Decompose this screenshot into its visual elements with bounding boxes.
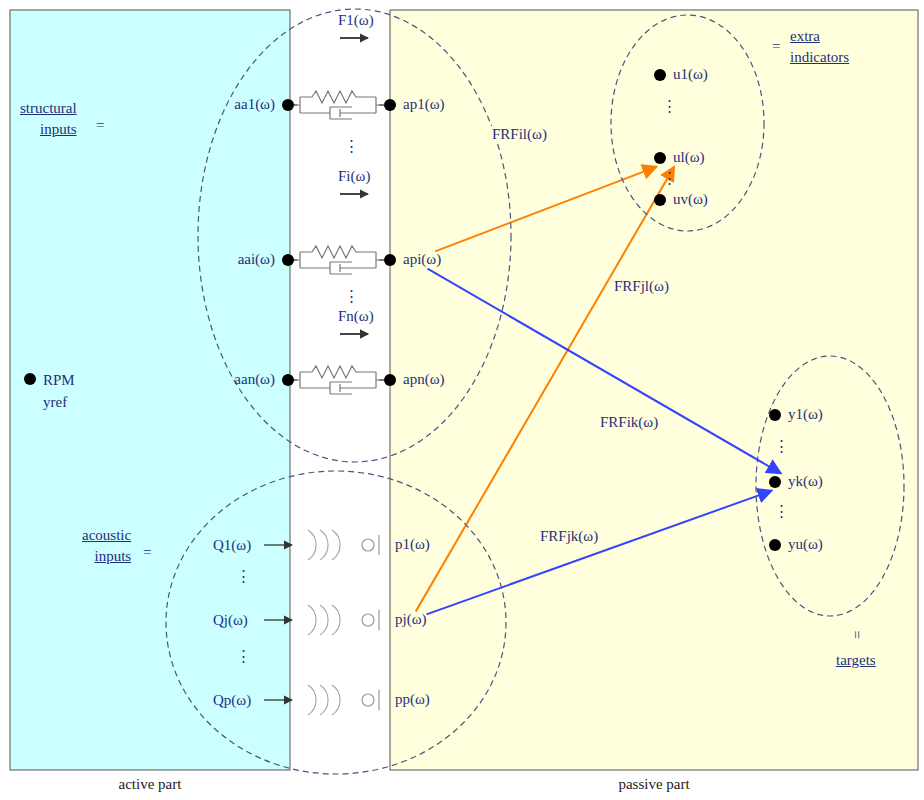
point-label: p1(ω) xyxy=(395,536,430,553)
spring-damper xyxy=(294,88,384,122)
frf-path xyxy=(427,269,781,474)
measurement-dot xyxy=(384,374,396,386)
ellipsis: ⋮ xyxy=(662,170,677,187)
ellipse-outline xyxy=(756,356,904,616)
measurement-dot xyxy=(384,254,396,266)
frf-label: FRFjl(ω) xyxy=(612,278,671,295)
pressure-point: pp(ω) xyxy=(395,691,430,708)
force-label: Fi(ω) xyxy=(338,168,370,185)
force-arrows xyxy=(340,38,368,334)
target-point: yk(ω) xyxy=(769,473,823,490)
point-label: RPM yref xyxy=(43,370,75,414)
point-label: aan(ω) xyxy=(234,371,275,388)
group-heading: extra indicators xyxy=(790,26,849,68)
equals-sign: = xyxy=(772,38,780,55)
source-label: Q1(ω) xyxy=(213,537,251,554)
indicator-point: u1(ω) xyxy=(654,66,708,83)
measurement-dot xyxy=(654,152,666,164)
target-point: yu(ω) xyxy=(769,536,823,553)
pressure-point: pj(ω) xyxy=(395,611,427,628)
volume-velocity-arrow xyxy=(264,544,292,545)
ellipsis: ⋮ xyxy=(774,503,789,520)
ellipsis: ⋮ xyxy=(774,438,789,455)
part-caption: active part xyxy=(119,776,182,793)
passive-point: api(ω) xyxy=(384,251,441,268)
ellipsis: ⋮ xyxy=(662,98,677,115)
part-caption: passive part xyxy=(618,776,689,793)
acoustic-source xyxy=(308,530,379,560)
point-label: pj(ω) xyxy=(395,611,427,628)
frf-path xyxy=(435,167,657,252)
measurement-dot xyxy=(282,99,294,111)
active-point: aai(ω) xyxy=(238,251,294,268)
dashed-ellipse xyxy=(197,8,512,463)
ellipsis: ⋮ xyxy=(236,648,251,665)
passive-point: apn(ω) xyxy=(384,371,445,388)
frf-path xyxy=(427,491,772,615)
ellipsis: ⋮ xyxy=(236,568,251,585)
point-label: api(ω) xyxy=(403,251,441,268)
point-label: aai(ω) xyxy=(238,251,275,268)
group-heading: targets xyxy=(836,650,876,671)
point-label: uv(ω) xyxy=(673,191,708,208)
ellipse-outline xyxy=(166,471,506,774)
ellipse-outline xyxy=(611,15,764,231)
measurement-dot xyxy=(769,409,781,421)
equals-sign: = xyxy=(848,630,865,638)
frf-label: FRFjk(ω) xyxy=(538,528,600,545)
passive-point: ap1(ω) xyxy=(384,96,445,113)
measurement-dot xyxy=(654,69,666,81)
point-label: pp(ω) xyxy=(395,691,430,708)
group-heading: structural inputs xyxy=(20,98,77,140)
measurement-dot xyxy=(282,254,294,266)
indicator-point: uv(ω) xyxy=(654,191,708,208)
point-label: ul(ω) xyxy=(673,149,705,166)
active-point: aa1(ω) xyxy=(234,96,294,113)
spring-damper xyxy=(294,363,384,397)
group-heading: acoustic inputs xyxy=(82,525,131,567)
active-part-fill xyxy=(10,10,290,770)
point-label: yu(ω) xyxy=(788,536,823,553)
targets-group: targetsy1(ω)yk(ω)yu(ω) xyxy=(755,355,905,617)
structural-inputs-group: structural inputsaa1(ω)aai(ω)aan(ω)ap1(ω… xyxy=(197,8,512,463)
spring-damper xyxy=(294,243,384,277)
frf-label: FRFik(ω) xyxy=(598,414,660,431)
equals-sign: = xyxy=(96,117,104,134)
extra-indicators-group: extra indicatorsu1(ω)ul(ω)uv(ω) xyxy=(610,14,765,232)
equals-sign: = xyxy=(143,544,151,561)
point-label: aa1(ω) xyxy=(234,96,275,113)
volume-velocity-arrow xyxy=(264,619,292,620)
point-label: y1(ω) xyxy=(788,406,823,423)
point-label: apn(ω) xyxy=(403,371,445,388)
ellipsis: ⋮ xyxy=(344,138,359,155)
force-label: F1(ω) xyxy=(338,12,374,29)
target-point: y1(ω) xyxy=(769,406,823,423)
ellipsis: ⋮ xyxy=(344,288,359,305)
measurement-dot xyxy=(769,476,781,488)
indicator-point: ul(ω) xyxy=(654,149,705,166)
point-label: yk(ω) xyxy=(788,473,823,490)
measurement-dot xyxy=(769,539,781,551)
frf-label: FRFil(ω) xyxy=(490,126,549,143)
pressure-point: p1(ω) xyxy=(395,536,430,553)
measurement-dot xyxy=(24,373,36,385)
source-label: Qp(ω) xyxy=(213,692,251,709)
rpm-reference: RPM yref xyxy=(24,370,75,414)
active-point: aan(ω) xyxy=(234,371,294,388)
measurement-dot xyxy=(654,194,666,206)
measurement-dot xyxy=(384,99,396,111)
force-label: Fn(ω) xyxy=(338,308,374,325)
volume-velocity-arrow xyxy=(264,699,292,700)
point-label: u1(ω) xyxy=(673,66,708,83)
acoustic-source xyxy=(308,605,379,635)
ellipse-outline xyxy=(198,9,511,462)
point-label: ap1(ω) xyxy=(403,96,445,113)
source-label: Qj(ω) xyxy=(213,612,248,629)
acoustic-source xyxy=(308,685,379,715)
measurement-dot xyxy=(282,374,294,386)
